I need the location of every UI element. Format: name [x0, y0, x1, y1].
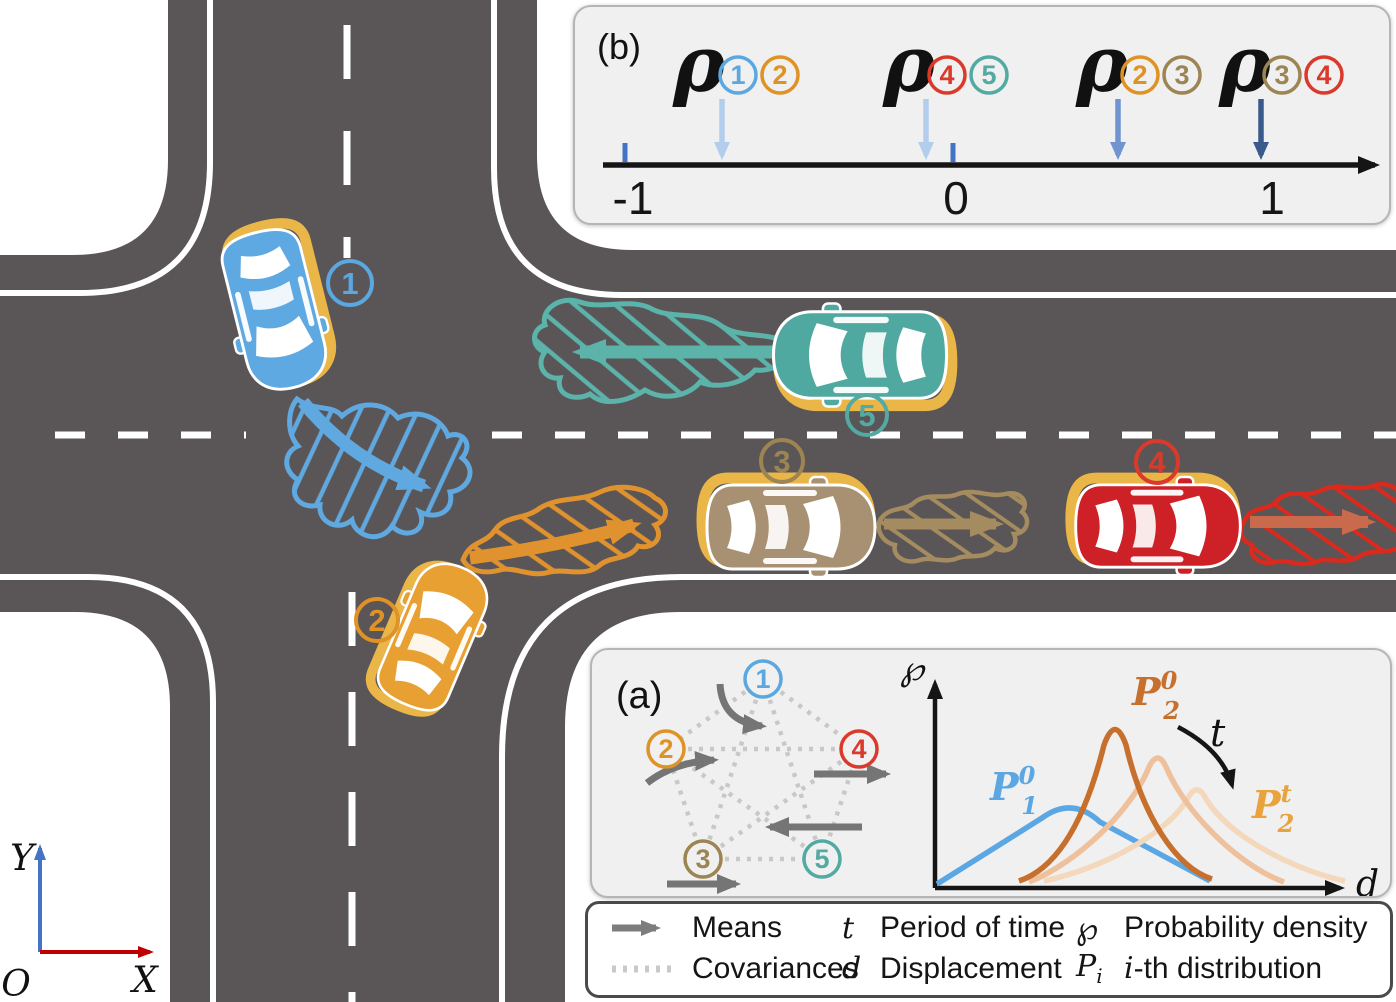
rho-group-4-5: ρ 4 5 — [882, 19, 1009, 110]
legend-p-desc: Probability density — [1124, 911, 1368, 945]
mean-arrow-car2 — [469, 518, 642, 565]
svg-text:4: 4 — [1316, 60, 1331, 90]
covariance-region-car5 — [532, 297, 793, 404]
covariance-region-car1 — [284, 395, 473, 540]
svg-text:5: 5 — [858, 398, 875, 433]
legend: Means t Period of time ℘ Probability den… — [585, 901, 1393, 998]
svg-text:2: 2 — [658, 734, 673, 764]
car-2-badge: 2 — [354, 597, 400, 643]
mean-arrow-node2 — [644, 750, 719, 786]
svg-text:4: 4 — [851, 734, 866, 764]
mean-arrow-node1 — [716, 683, 767, 735]
svg-text:3: 3 — [1274, 60, 1289, 90]
edge-line-top-left — [0, 0, 213, 296]
lane-dashes — [55, 25, 1396, 1002]
svg-text:ρ: ρ — [672, 19, 726, 110]
edge-line-bottom-left — [0, 574, 216, 1002]
plot-ylabel: ℘ — [900, 650, 926, 689]
edge-line-bottom-right — [499, 574, 1396, 1002]
svg-text:2: 2 — [772, 60, 787, 90]
time-evolution-arrow — [1176, 725, 1236, 790]
tick-label-one: 1 — [1259, 172, 1285, 223]
svg-text:3: 3 — [773, 444, 790, 479]
y-axis-label: Y — [10, 838, 37, 879]
edge-line-top-right — [491, 0, 1396, 298]
svg-text:ρ: ρ — [882, 19, 936, 110]
svg-text:4: 4 — [1148, 445, 1166, 480]
time-label: t — [1210, 711, 1226, 755]
legend-covariances-label: Covariances — [692, 951, 859, 985]
covariance-region-car2 — [460, 484, 668, 577]
x-axis-label: X — [129, 960, 159, 1001]
graph-mean-arrows — [644, 683, 891, 894]
legend-d-symbol: d — [842, 951, 862, 987]
rho-group-3-4: ρ 3 4 — [1218, 19, 1344, 110]
legend-p-symbol: ℘ — [1076, 909, 1099, 948]
svg-text:1: 1 — [755, 664, 770, 694]
covariance-edges — [663, 677, 862, 862]
covariance-region-car4 — [1238, 482, 1396, 567]
svg-text:ρ: ρ — [1075, 19, 1129, 110]
car-3 — [702, 477, 875, 577]
panel-a-label: (a) — [616, 675, 662, 717]
car-badges: 1 2 3 4 5 — [326, 259, 1180, 643]
curve-P2-0 — [1018, 726, 1213, 884]
svg-text:5: 5 — [814, 844, 829, 874]
car-3-badge: 3 — [759, 438, 805, 484]
graph-nodes: 1 2 4 3 5 — [646, 659, 879, 879]
correlation-arrows — [714, 99, 1269, 160]
numberline-tick-labels: -1 0 1 — [613, 172, 1285, 223]
curve-P2-t — [1043, 787, 1346, 884]
tick-label-zero: 0 — [943, 172, 969, 223]
legend-pi-symbol: Pi — [1076, 949, 1103, 989]
curve-P2-intermediate — [1027, 755, 1285, 885]
rho-group-2-3: ρ 2 3 — [1075, 19, 1202, 110]
mean-arrow-car1 — [297, 397, 432, 493]
legend-t-desc: Period of time — [880, 911, 1066, 945]
car-5 — [773, 304, 951, 407]
svg-text:2: 2 — [1132, 60, 1147, 90]
legend-t-symbol: t — [842, 910, 855, 946]
svg-text:3: 3 — [695, 844, 710, 874]
legend-ith-desc: i-th distribution — [1124, 951, 1323, 987]
car-4-badge: 4 — [1134, 439, 1180, 485]
car-4 — [1071, 477, 1241, 575]
corner-top-left — [0, 0, 168, 255]
svg-text:4: 4 — [939, 60, 954, 90]
rho-groups: ρ 1 2 ρ 4 5 ρ 2 3 — [672, 19, 1344, 110]
legend-means-label: Means — [692, 911, 783, 945]
svg-text:5: 5 — [981, 60, 996, 90]
panel-b-correlation-numberline: (b) ρ 1 2 ρ 4 5 ρ — [573, 5, 1391, 225]
covariance-region-car3 — [876, 489, 1030, 564]
plot-xlabel: d — [1356, 864, 1379, 896]
panel-b-label: (b) — [597, 26, 641, 67]
origin-label: O — [1, 964, 31, 1002]
svg-text:ρ: ρ — [1218, 19, 1272, 110]
panel-a-graph-and-distributions: (a) — [590, 648, 1392, 898]
svg-text:3: 3 — [1174, 60, 1189, 90]
covariance-dots-icon — [608, 958, 692, 980]
svg-text:1: 1 — [341, 266, 358, 301]
tick-label-minus-1: -1 — [613, 172, 654, 223]
mean-arrow-icon — [608, 917, 692, 939]
svg-text:1: 1 — [730, 60, 745, 90]
curve-P1-0 — [935, 805, 1212, 887]
legend-d-desc: Displacement — [880, 951, 1062, 985]
corner-bottom-left — [0, 612, 170, 1002]
car-1-badge: 1 — [326, 259, 374, 307]
car-5-badge: 5 — [845, 393, 889, 437]
rho-group-1-2: ρ 1 2 — [672, 19, 800, 110]
coordinate-axes: Y X O — [1, 838, 159, 1002]
svg-text:2: 2 — [368, 603, 385, 638]
